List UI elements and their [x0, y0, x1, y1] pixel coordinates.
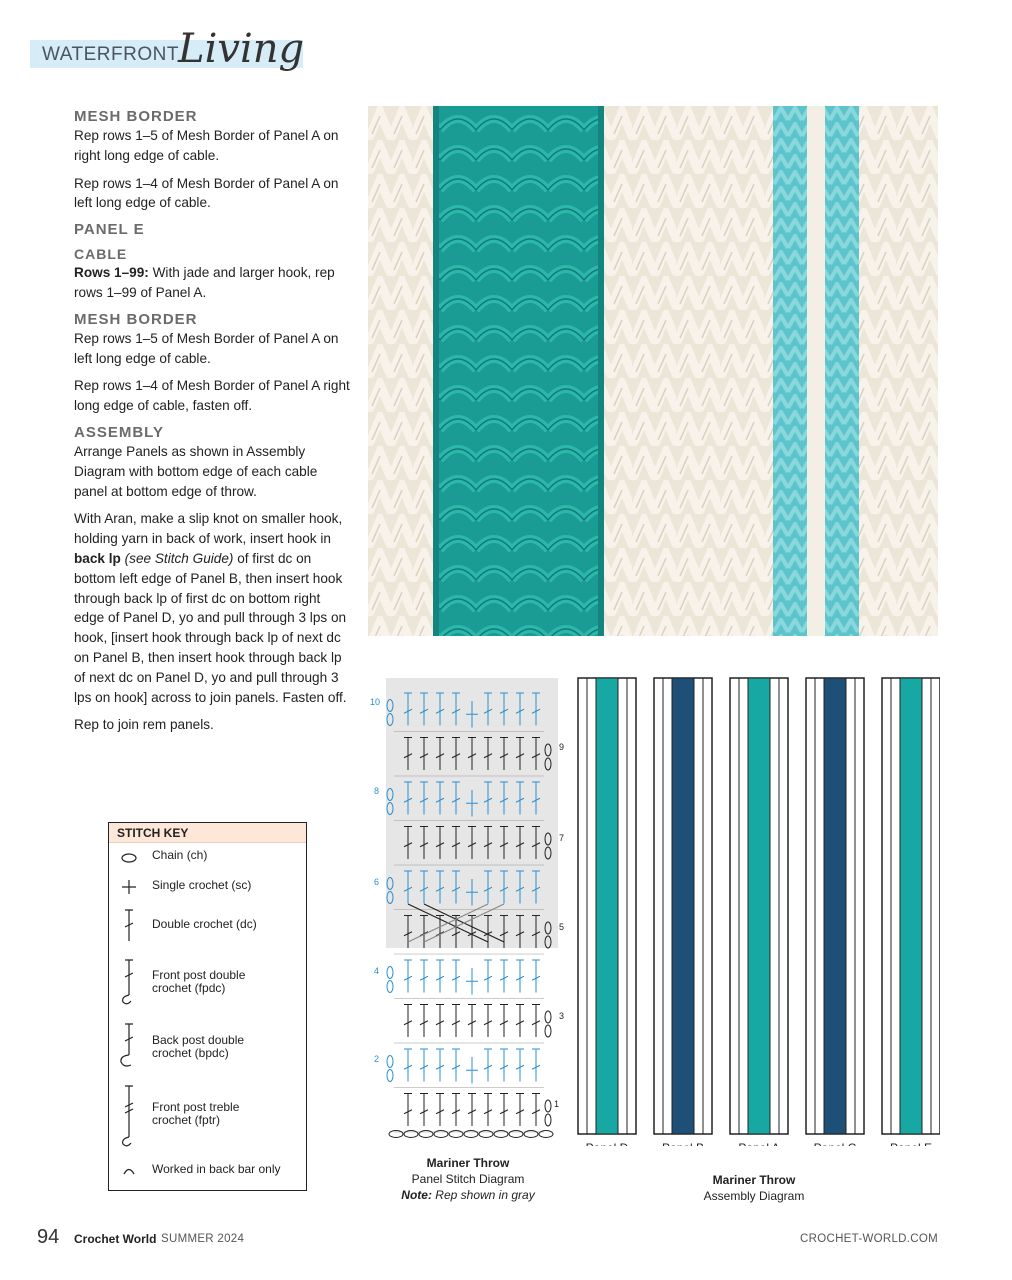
panel-e-heading: PANEL E — [74, 221, 145, 239]
assembly-panel-stripe — [595, 677, 619, 1135]
stitch-key-title: STITCH KEY — [109, 823, 306, 843]
fabric-illustration — [368, 106, 938, 636]
row-number-6: 6 — [374, 877, 379, 887]
assembly-panel-stripe — [823, 677, 847, 1135]
key-label: Double crochet (dc) — [152, 917, 257, 931]
row-number-1: 1 — [554, 1099, 559, 1109]
stitch-diagram-note: Note: Rep shown in gray — [368, 1187, 568, 1203]
stitch-diagram-subtitle: Panel Stitch Diagram — [411, 1172, 525, 1186]
key-label: Front post treble — [152, 1100, 240, 1114]
assembly-diagram-subtitle: Assembly Diagram — [703, 1189, 805, 1203]
stitch-guide-ref: (see Stitch Guide) — [124, 550, 234, 566]
key-label: crochet (fptr) — [152, 1113, 221, 1127]
row-number-2: 2 — [374, 1054, 379, 1064]
mesh-border-heading: MESH BORDER — [74, 108, 198, 125]
note-text: Rep shown in gray — [431, 1188, 535, 1202]
mesh-border-step-1: Rep rows 1–5 of Mesh Border of Panel A o… — [74, 128, 339, 163]
row-number-5: 5 — [559, 922, 564, 932]
key-label: Front post double — [152, 968, 246, 982]
assembly-step-2a: With Aran, make a slip knot on smaller h… — [74, 511, 343, 547]
row-number-3: 3 — [559, 1011, 564, 1021]
page-number: 94 — [37, 1226, 60, 1248]
assembly-step-2: With Aran, make a slip knot on smaller h… — [74, 509, 350, 707]
note-label: Note: — [401, 1188, 432, 1202]
rows-text: With jade and larger hook, rep rows 1–99… — [74, 265, 335, 300]
chain-icon — [121, 853, 137, 863]
panel-label: Panel B — [662, 1141, 704, 1146]
assembly-step-2d: of first dc on bottom left edge of Panel… — [74, 550, 347, 705]
assembly-diagram: Panel D Panel B Panel A Panel C Panel E — [576, 676, 941, 1155]
cable-heading: CABLE — [74, 246, 128, 263]
key-label: Worked in back bar only — [152, 1162, 281, 1176]
rows-label: Rows 1–99: — [74, 265, 149, 281]
key-label: Single crochet (sc) — [152, 878, 252, 892]
panel-e-rows: Rows 1–99: With jade and larger hook, re… — [74, 263, 350, 303]
back-lp-term: back lp — [74, 550, 121, 566]
stitch-diagram-caption: Mariner Throw Panel Stitch Diagram Note:… — [368, 1155, 568, 1203]
single-crochet-icon — [122, 880, 136, 894]
stitch-key: STITCH KEY Chain (ch) Single crochet (sc… — [108, 822, 307, 1191]
assembly-panel-stripe — [899, 677, 923, 1135]
key-label: crochet (bpdc) — [152, 1046, 229, 1060]
mesh-border-step-2: Rep rows 1–4 of Mesh Border of Panel A o… — [74, 175, 339, 211]
key-label: crochet (fpdc) — [152, 981, 226, 995]
panel-stitch-diagram: 10 8 6 4 2 9 7 5 3 1 — [368, 672, 568, 1142]
row-number-10: 10 — [370, 697, 380, 707]
stitch-chart: 10 8 6 4 2 9 7 5 3 1 — [370, 678, 564, 1138]
assembly-panel-stripe — [747, 677, 771, 1135]
magazine-name: Crochet World — [74, 1232, 157, 1246]
panel-label: Panel E — [890, 1141, 932, 1146]
row-number-7: 7 — [559, 833, 564, 843]
assembly-heading: ASSEMBLY — [74, 423, 164, 441]
double-crochet-icon — [124, 909, 134, 941]
section-header: WATERFRONT Living — [30, 26, 304, 72]
mesh-border-2-step-2: Rep rows 1–4 of Mesh Border of Panel A r… — [74, 378, 350, 414]
front-post-treble-crochet-icon — [122, 1085, 134, 1147]
row-number-8: 8 — [374, 786, 379, 796]
back-bar-icon — [123, 1168, 135, 1175]
key-label: Chain (ch) — [152, 848, 208, 862]
mesh-border-2-step-1: Rep rows 1–5 of Mesh Border of Panel A o… — [74, 330, 339, 366]
mesh-border-2-heading: MESH BORDER — [74, 310, 198, 328]
issue-label: SUMMER 2024 — [161, 1233, 245, 1245]
front-post-double-crochet-icon — [122, 959, 134, 1005]
stitch-rows — [386, 692, 554, 1138]
panel-label: Panel C — [814, 1141, 857, 1146]
panel-label: Panel A — [738, 1141, 779, 1146]
assembly-panels: Panel D Panel B Panel A Panel C Panel E — [577, 677, 941, 1155]
panel-label: Panel D — [586, 1141, 629, 1146]
website-url: CROCHET-WORLD.COM — [800, 1233, 938, 1245]
row-number-4: 4 — [374, 966, 379, 976]
back-post-double-crochet-icon — [120, 1023, 134, 1067]
row-number-9: 9 — [559, 742, 564, 752]
stitch-diagram-title: Mariner Throw — [426, 1156, 510, 1170]
section-title: WATERFRONT — [42, 44, 179, 65]
key-label: Back post double — [152, 1033, 245, 1047]
assembly-diagram-caption: Mariner Throw Assembly Diagram — [604, 1172, 904, 1204]
crochet-fabric-photo — [368, 106, 938, 636]
assembly-panel-stripe — [671, 677, 695, 1135]
assembly-step-1: Arrange Panels as shown in Assembly Diag… — [74, 443, 318, 499]
assembly-step-3: Rep to join rem panels. — [74, 717, 214, 733]
pattern-text-column: MESH BORDER Rep rows 1–5 of Mesh Border … — [74, 104, 350, 743]
section-script-title: Living — [178, 26, 305, 72]
assembly-diagram-title: Mariner Throw — [712, 1173, 796, 1187]
